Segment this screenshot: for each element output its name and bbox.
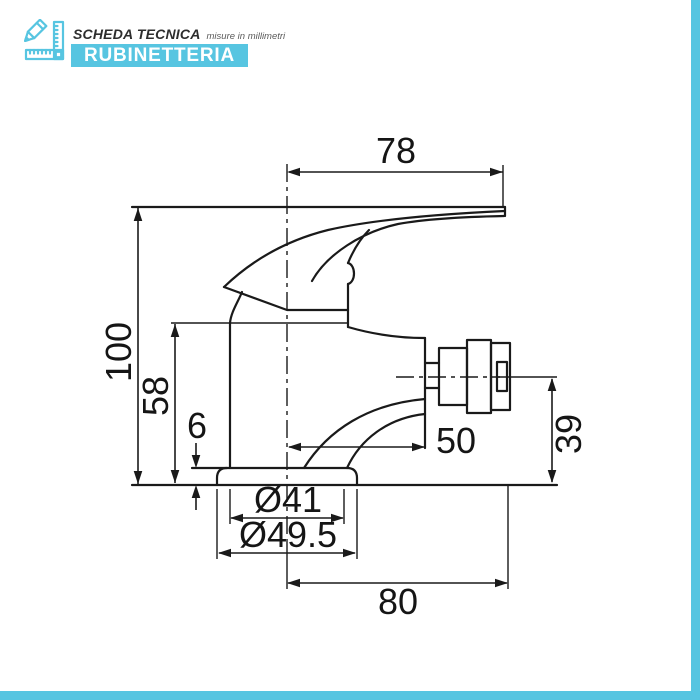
dim-label-d49-5: Ø49.5 — [239, 514, 337, 555]
dim-label-78: 78 — [376, 130, 416, 171]
dimension-labels: 78 100 58 6 50 39 Ø41 Ø49.5 80 — [98, 130, 589, 622]
dim-label-58: 58 — [135, 376, 176, 416]
dim-label-100: 100 — [98, 322, 139, 382]
faucet-outline — [130, 205, 559, 487]
dimension-lines — [133, 167, 557, 588]
dim-label-39: 39 — [548, 414, 589, 454]
sheet-title: SCHEDA TECNICA — [73, 26, 201, 42]
dim-label-6: 6 — [187, 405, 207, 446]
logo-title-row: SCHEDA TECNICA misure in millimetri — [73, 26, 285, 44]
sheet-subtitle: misure in millimetri — [206, 31, 286, 42]
bottom-border-bar — [0, 691, 700, 700]
category-banner: RUBINETTERIA — [71, 44, 248, 67]
extension-lines — [171, 165, 557, 589]
right-border-bar — [691, 0, 700, 700]
dim-label-80: 80 — [378, 581, 418, 622]
center-lines — [286, 164, 500, 540]
pencil-ruler-icon — [24, 19, 65, 61]
dim-label-d41: Ø41 — [254, 479, 322, 520]
dim-label-50: 50 — [436, 420, 476, 461]
